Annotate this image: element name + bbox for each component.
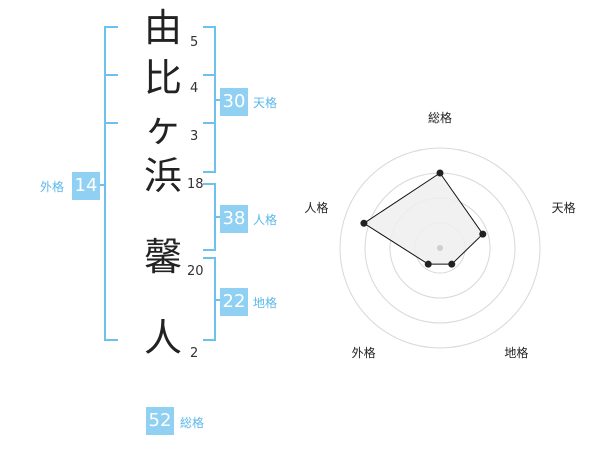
stroke-count-2: 4: [190, 81, 199, 96]
soukaku-label: 総格: [180, 416, 205, 430]
gaikaku-badge: 14: [72, 172, 100, 200]
radar-series-area: [362, 172, 484, 265]
stroke-count-5: 20: [187, 264, 204, 279]
radar-axis-label-2: 天格: [552, 200, 576, 215]
stroke-count-6: 2: [190, 346, 199, 361]
name-char-4: 浜: [143, 154, 182, 198]
radar-point-3: [448, 260, 456, 268]
radar-axis-label-5: 人格: [304, 200, 328, 215]
stroke-count-3: 3: [190, 129, 199, 144]
name-char-6: 人: [143, 316, 182, 360]
radar-center: [437, 245, 443, 251]
stroke-count-4: 18: [187, 177, 204, 192]
radar-point-1: [436, 169, 444, 177]
radar-axis-label-1: 総格: [428, 110, 452, 125]
radar-point-2: [479, 230, 487, 238]
jinkaku-badge: 38: [220, 205, 248, 233]
chikaku-label: 地格: [253, 296, 278, 310]
tenkaku-label: 天格: [253, 96, 278, 110]
name-char-2: 比: [143, 56, 182, 100]
name-char-5: 馨: [143, 235, 182, 279]
stroke-count-1: 5: [190, 35, 199, 50]
radar-point-5: [360, 219, 368, 227]
radar-axis-label-3: 地格: [504, 345, 528, 360]
jinkaku-label: 人格: [253, 213, 278, 227]
soukaku-badge: 52: [146, 407, 174, 435]
radar-point-4: [424, 260, 432, 268]
radar-ring: [339, 147, 541, 349]
name-char-3: ヶ: [143, 106, 182, 150]
gaikaku-label: 外格: [40, 180, 65, 194]
radar-axis-label-4: 外格: [352, 345, 376, 360]
name-char-1: 由: [143, 6, 182, 50]
tenkaku-badge: 30: [220, 88, 248, 116]
gaikaku-bracket: [104, 26, 118, 341]
chikaku-badge: 22: [220, 288, 248, 316]
